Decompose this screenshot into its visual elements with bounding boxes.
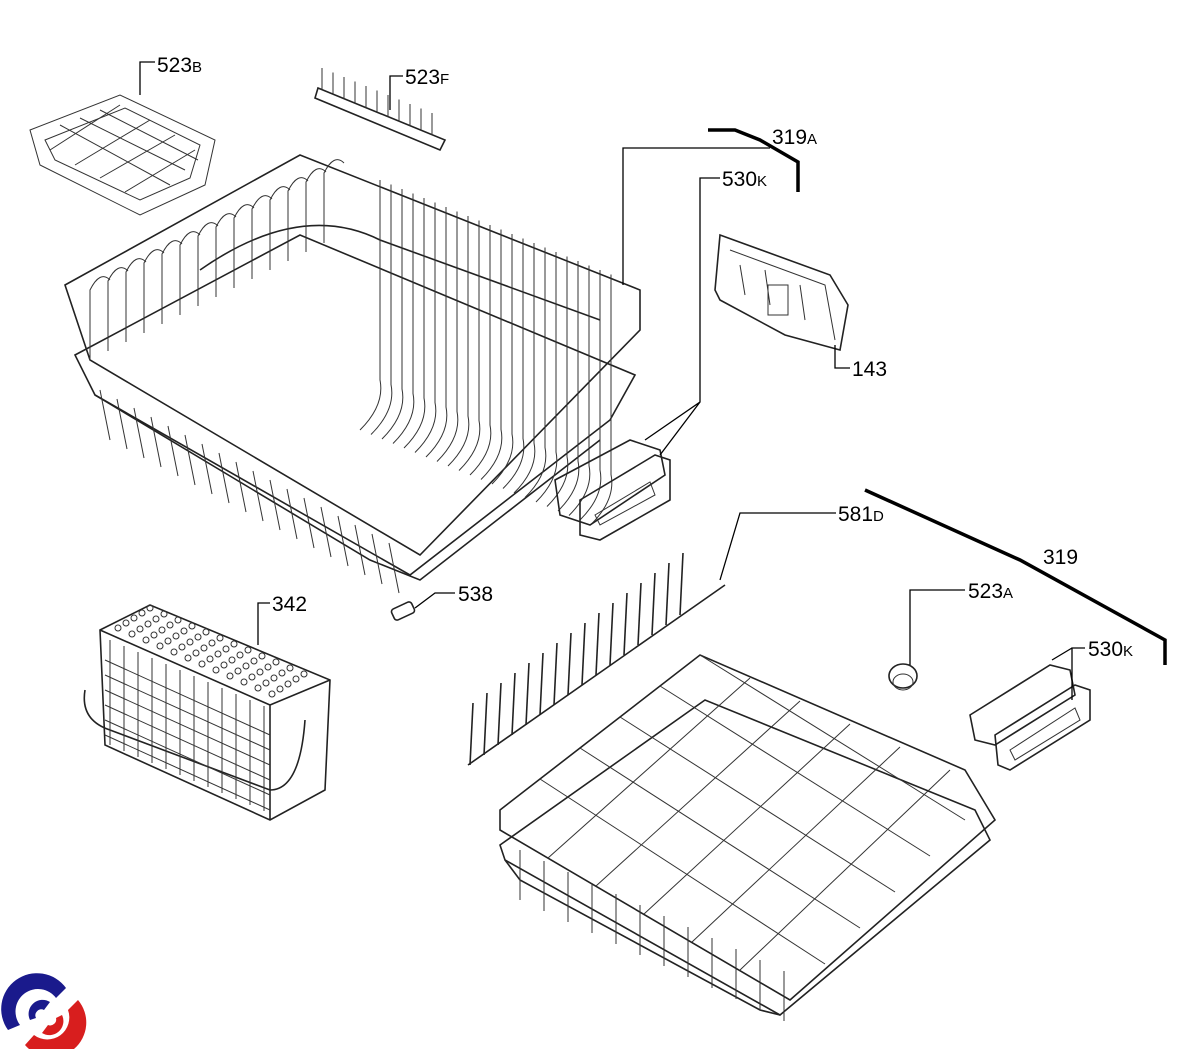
part-143-bracket bbox=[714, 233, 849, 352]
label-581d: 581D bbox=[838, 503, 884, 526]
label-342: 342 bbox=[272, 593, 307, 616]
label-530k-lower: 530K bbox=[1088, 638, 1133, 661]
part-530k-wheel-upper bbox=[554, 439, 671, 541]
part-581d-tine-rack bbox=[467, 552, 726, 766]
brand-logo bbox=[1, 973, 87, 1049]
part-342-cutlery-basket bbox=[83, 604, 331, 821]
label-523b: 523B bbox=[157, 54, 202, 77]
leader-lines bbox=[139, 61, 1085, 700]
label-538: 538 bbox=[458, 583, 493, 606]
label-319: 319 bbox=[1043, 546, 1078, 569]
label-319a: 319A bbox=[772, 126, 817, 149]
part-538-pin bbox=[390, 601, 416, 621]
lower-basket bbox=[499, 654, 997, 1021]
label-523f: 523F bbox=[405, 66, 449, 89]
part-523f-comb bbox=[314, 68, 447, 152]
part-523a-wheel bbox=[888, 663, 918, 691]
part-319a-rail bbox=[708, 128, 800, 192]
label-530k-upper: 530K bbox=[722, 168, 767, 191]
part-319-rail bbox=[864, 488, 1167, 665]
upper-basket bbox=[64, 154, 641, 594]
label-143: 143 bbox=[852, 358, 887, 381]
part-523b-tray bbox=[29, 94, 216, 216]
part-530k-wheel-lower bbox=[969, 664, 1091, 771]
label-523a: 523A bbox=[968, 580, 1013, 603]
